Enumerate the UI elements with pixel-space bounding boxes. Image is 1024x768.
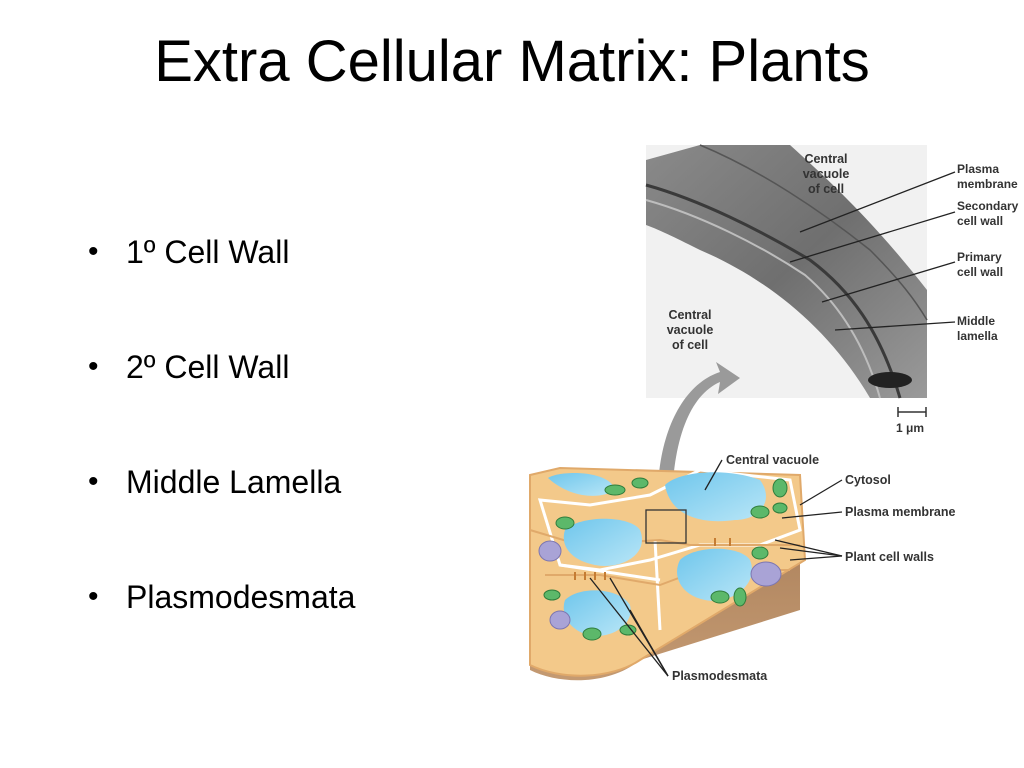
bullet-dot: • bbox=[88, 465, 99, 498]
label-central-vacuole: Central vacuole bbox=[726, 453, 819, 467]
electron-micrograph: Central vacuole of cell Central vacuole … bbox=[645, 144, 1019, 435]
bullet-text: 2º Cell Wall bbox=[126, 349, 290, 385]
bullet-text: 1º Cell Wall bbox=[126, 234, 290, 270]
bullet-item: • 2º Cell Wall bbox=[88, 345, 355, 460]
label-primary-wall: cell wall bbox=[957, 265, 1003, 279]
central-vacuole bbox=[563, 518, 642, 566]
diagram-leader-lines bbox=[589, 459, 843, 677]
dark-spot bbox=[868, 372, 912, 388]
vacuole bbox=[677, 548, 752, 601]
label-plasmodesmata: Plasmodesmata bbox=[672, 669, 768, 683]
label-secondary-wall: cell wall bbox=[957, 214, 1003, 228]
label-central-vacuole-top: of cell bbox=[808, 182, 844, 196]
label-plasma-membrane: Plasma bbox=[957, 162, 999, 176]
leader-lines bbox=[789, 171, 956, 331]
label-central-vacuole-left: Central bbox=[668, 308, 711, 322]
label-primary-wall: Primary bbox=[957, 250, 1002, 264]
middle-lamella-line bbox=[645, 183, 902, 399]
zoom-region-box bbox=[645, 509, 687, 544]
label-central-vacuole-left: of cell bbox=[672, 338, 708, 352]
primary-wall-line bbox=[645, 199, 881, 399]
slide-title: Extra Cellular Matrix: Plants bbox=[154, 29, 870, 94]
bullet-item: • Middle Lamella bbox=[88, 460, 355, 575]
label-middle-lamella: Middle bbox=[957, 314, 995, 328]
bullet-dot: • bbox=[88, 235, 99, 268]
bullet-item: • 1º Cell Wall bbox=[88, 230, 355, 345]
vacuole bbox=[548, 473, 615, 496]
label-middle-lamella: lamella bbox=[957, 329, 998, 343]
vacuole bbox=[665, 472, 766, 522]
label-plasma-membrane: membrane bbox=[957, 177, 1018, 191]
bullet-dot: • bbox=[88, 350, 99, 383]
wall-band bbox=[646, 145, 927, 398]
nucleus bbox=[549, 610, 571, 630]
plasmodesmata-marks bbox=[574, 538, 731, 580]
label-secondary-wall: Secondary bbox=[957, 199, 1019, 213]
plant-cell-diagram: Central vacuole Cytosol Plasma membrane … bbox=[529, 453, 956, 683]
label-cytosol: Cytosol bbox=[845, 473, 891, 487]
scale-bar: 1 μm bbox=[896, 407, 927, 435]
label-central-vacuole-top: Central bbox=[804, 152, 847, 166]
bullet-text: Middle Lamella bbox=[126, 464, 342, 500]
label-plasma-membrane-diagram: Plasma membrane bbox=[845, 505, 956, 519]
nucleus bbox=[750, 561, 782, 587]
label-plant-cell-walls: Plant cell walls bbox=[845, 550, 934, 564]
bullet-text: Plasmodesmata bbox=[126, 579, 356, 615]
bullet-item: • Plasmodesmata bbox=[88, 575, 355, 690]
bullet-dot: • bbox=[88, 580, 99, 613]
label-central-vacuole-top: vacuole bbox=[803, 167, 850, 181]
plasma-membrane-line bbox=[699, 144, 928, 321]
vacuole bbox=[563, 590, 631, 636]
nucleus bbox=[538, 540, 562, 562]
label-central-vacuole-left: vacuole bbox=[667, 323, 714, 337]
bullet-list: • 1º Cell Wall • 2º Cell Wall • Middle Lame… bbox=[88, 230, 355, 690]
chloroplasts bbox=[543, 477, 788, 641]
scale-bar-label: 1 μm bbox=[896, 421, 924, 435]
